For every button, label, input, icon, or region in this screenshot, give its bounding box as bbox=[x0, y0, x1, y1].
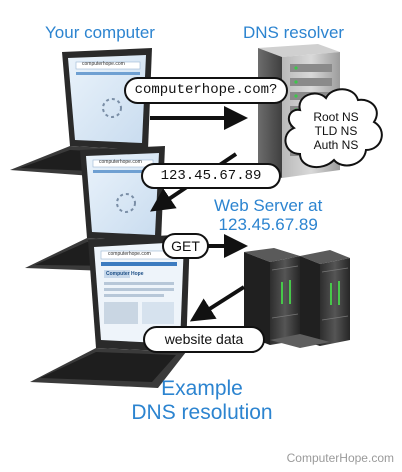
example-caption: Example DNS resolution bbox=[102, 377, 302, 425]
screen-url-text-3: computerhope.com bbox=[108, 251, 151, 257]
website-data-bubble: website data bbox=[143, 326, 265, 353]
example-caption-line1: Example bbox=[161, 377, 243, 400]
tld-ns-label: TLD NS bbox=[314, 124, 358, 138]
web-server-label: Web Server at 123.45.67.89 bbox=[214, 196, 322, 234]
your-computer-label: Your computer bbox=[45, 23, 155, 42]
laptop-3 bbox=[30, 234, 190, 388]
screen-url-text-2: computerhope.com bbox=[99, 159, 142, 165]
query-bubble: computerhope.com? bbox=[124, 77, 288, 104]
dns-resolver-label: DNS resolver bbox=[243, 23, 345, 42]
auth-ns-label: Auth NS bbox=[313, 138, 359, 152]
arrow-data-to-computer bbox=[189, 285, 246, 322]
root-ns-label: Root NS bbox=[313, 110, 359, 124]
answer-bubble: 123.45.67.89 bbox=[141, 163, 281, 189]
get-bubble: GET bbox=[162, 233, 209, 259]
web-server-rack bbox=[244, 248, 350, 348]
laptop-1 bbox=[10, 48, 152, 178]
footer-credit: ComputerHope.com bbox=[286, 451, 394, 465]
cloud-shape bbox=[284, 88, 383, 169]
web-server-address: 123.45.67.89 bbox=[218, 215, 318, 234]
example-caption-line2: DNS resolution bbox=[131, 401, 273, 424]
screen-url-text-1: computerhope.com bbox=[82, 61, 125, 67]
cloud-text: Root NS TLD NS Auth NS bbox=[300, 110, 372, 152]
web-server-label-line1: Web Server at bbox=[214, 196, 323, 215]
screen-site-name: Computer Hope bbox=[106, 271, 144, 277]
